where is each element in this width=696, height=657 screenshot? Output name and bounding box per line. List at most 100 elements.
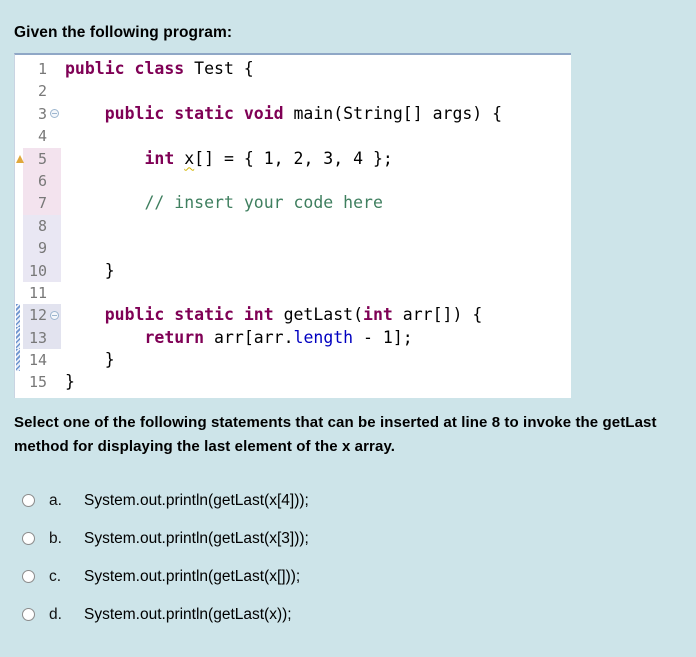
option-a-radio[interactable] (22, 494, 35, 508)
option-a-letter: a. (49, 491, 62, 509)
code-token: public static int (104, 305, 284, 325)
code-line-10: 10 } (15, 259, 571, 282)
code-text: } (61, 349, 115, 371)
code-token: // insert your code here (144, 193, 383, 213)
code-text: } (61, 371, 75, 393)
code-token (65, 328, 144, 347)
code-line-13: 13 return arr[arr.length - 1]; (15, 326, 571, 350)
option-d-letter: d. (49, 605, 62, 623)
code-token: arr[arr. (214, 327, 294, 347)
code-token: int (363, 305, 393, 325)
code-text (61, 80, 65, 102)
line-number: 8 (37, 216, 47, 235)
line-number-gutter: 10 (23, 259, 61, 282)
option-a-text: System.out.println(getLast(x[4])); (84, 491, 309, 509)
line-number-gutter: 1 (23, 58, 61, 80)
option-b-letter: b. (49, 529, 62, 547)
line-number-gutter: 9 (23, 237, 61, 260)
gutter-ruler (15, 326, 23, 350)
gutter-ruler (15, 58, 23, 80)
gutter-ruler (15, 260, 23, 282)
fold-collapse-icon[interactable] (49, 310, 59, 320)
code-text: return arr[arr.length - 1]; (61, 327, 413, 349)
gutter-ruler (15, 304, 23, 327)
line-number-gutter: 4 (23, 125, 61, 147)
code-token: } (65, 260, 115, 280)
option-row-c[interactable]: c. System.out.println(getLast(x[])); (22, 567, 696, 587)
line-number: 14 (28, 351, 47, 370)
code-text (61, 215, 65, 237)
line-number-gutter: 3 (23, 103, 61, 125)
code-line-12: 12 public static int getLast(int arr[]) … (15, 304, 571, 327)
code-token (65, 104, 105, 123)
code-token: public class (65, 59, 195, 78)
option-c-letter: c. (49, 567, 62, 585)
fold-collapse-icon[interactable] (49, 109, 59, 119)
code-token: length (293, 327, 354, 347)
code-text: int x[] = { 1, 2, 3, 4 }; (61, 148, 393, 170)
option-row-d[interactable]: d. System.out.println(getLast(x)); (22, 605, 696, 625)
code-token: x (184, 148, 195, 168)
option-d-radio[interactable] (22, 608, 35, 622)
code-token: int (144, 148, 185, 168)
code-text: public class Test { (61, 58, 254, 80)
gutter-ruler (15, 125, 23, 147)
gutter-ruler (15, 282, 23, 304)
line-number-gutter: 14 (23, 349, 61, 371)
code-line-5: 5 int x[] = { 1, 2, 3, 4 }; (15, 147, 571, 170)
code-text (61, 282, 65, 304)
code-line-14: 14 } (15, 349, 571, 372)
line-number-gutter: 15 (23, 371, 61, 393)
gutter-ruler (15, 215, 23, 237)
code-token: } (65, 372, 75, 392)
page-title: Given the following program: (14, 24, 233, 41)
code-token: main(String[] args) { (293, 103, 503, 123)
line-number: 12 (28, 306, 47, 325)
code-line-9: 9 (15, 237, 571, 260)
gutter-ruler (15, 371, 23, 393)
gutter-ruler (15, 148, 24, 170)
option-row-b[interactable]: b. System.out.println(getLast(x[3])); (22, 529, 696, 549)
code-line-11: 11 (15, 282, 571, 304)
code-text: public static int getLast(int arr[]) { (61, 304, 483, 326)
line-number-gutter: 8 (23, 214, 61, 238)
gutter-ruler (15, 349, 23, 372)
line-number: 13 (28, 328, 47, 347)
line-number-gutter: 6 (23, 169, 61, 193)
gutter-ruler (15, 103, 23, 125)
question-text: Select one of the following statements t… (14, 413, 657, 455)
gutter-ruler (15, 170, 23, 192)
code-line-2: 2 (15, 80, 571, 102)
code-token: Test { (194, 59, 254, 78)
line-number: 2 (37, 82, 47, 101)
line-number: 11 (28, 283, 47, 302)
code-line-7: 7 // insert your code here (15, 192, 571, 215)
option-b-radio[interactable] (22, 532, 35, 546)
line-number-gutter: 13 (23, 326, 61, 350)
code-token: [] = { 1, 2, 3, 4 }; (194, 148, 393, 168)
line-number: 7 (37, 194, 47, 213)
code-token: - 1]; (353, 327, 413, 347)
code-text: public static void main(String[] args) { (61, 103, 502, 125)
code-token: public static void (104, 103, 294, 123)
code-token: arr[]) { (392, 305, 483, 325)
code-line-8: 8 (15, 214, 571, 238)
code-text (61, 125, 65, 147)
line-number: 3 (37, 104, 47, 123)
fold-column (47, 310, 61, 320)
code-line-15: 15} (15, 371, 571, 393)
option-d-text: System.out.println(getLast(x)); (84, 605, 292, 623)
gutter-ruler (15, 80, 23, 102)
code-text: } (61, 260, 115, 282)
change-bar-indicator (16, 326, 20, 350)
option-c-text: System.out.println(getLast(x[])); (84, 567, 301, 585)
option-b-text: System.out.println(getLast(x[3])); (84, 529, 309, 547)
gutter-ruler (15, 237, 23, 259)
option-row-a[interactable]: a. System.out.println(getLast(x[4])); (22, 491, 696, 511)
code-line-6: 6 (15, 169, 571, 193)
option-c-radio[interactable] (22, 570, 35, 584)
line-number: 4 (37, 127, 47, 146)
